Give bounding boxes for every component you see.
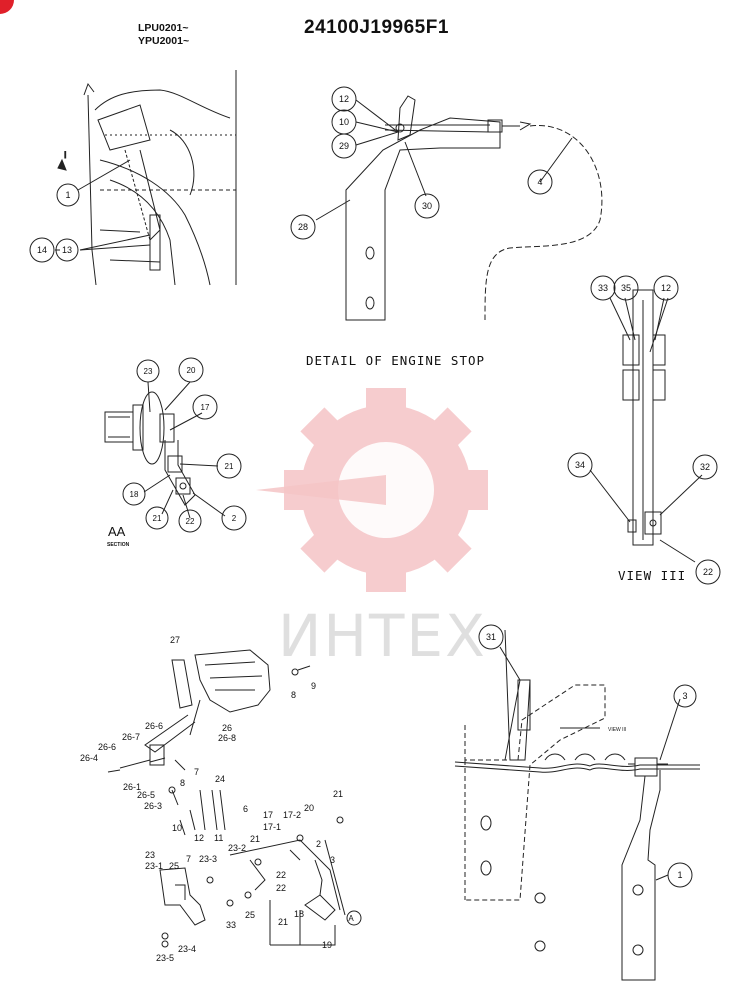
callout-29: 29 [339,141,349,151]
callout-18: 18 [130,490,139,499]
part-label: 17-1 [263,822,281,832]
part-label: 26-3 [144,801,162,811]
watermark-text: ИНТЕХ [278,602,487,670]
callout-35: 35 [621,283,631,293]
part-label: 17 [263,810,273,820]
part-label: 3 [330,855,335,865]
callout-33: 33 [598,283,608,293]
part-number: 24100J19965F1 [304,17,449,38]
part-label: 19 [322,940,332,950]
callout-13: 13 [62,245,72,255]
callout-17: 17 [201,403,210,412]
view-ref-label: VIEW III [608,727,626,733]
callout-2: 2 [232,514,237,523]
part-label: 23 [145,850,155,860]
engine-stop-detail [315,95,603,321]
watermark-gear-icon [256,388,488,592]
part-label: 25 [169,861,179,871]
part-label: 26-1 [123,782,141,792]
part-label: 21 [278,917,288,927]
part-label: 18 [294,909,304,919]
part-label: 21 [250,834,260,844]
callout-numbers: 1 14 13 12 10 29 30 28 4 33 35 12 34 32 … [37,94,713,880]
callout-23: 23 [144,367,153,376]
part-label: 8 [291,690,296,700]
part-label: 11 [214,833,223,843]
part-label: 21 [333,789,343,799]
part-label: 9 [311,681,316,691]
section-callouts [122,357,247,533]
detail-callouts [290,86,553,240]
view-iii-drawing [589,289,703,563]
part-label: 22 [276,870,286,880]
part-label: 23-1 [145,861,163,871]
callout-12b: 12 [661,283,671,293]
top-left-callouts [29,183,80,263]
callout-34: 34 [575,460,585,470]
part-label: 2 [316,839,321,849]
exploded-part-labels: 27 9 8 26-6 26 26-8 26-7 26-4 26-6 7 26-… [80,635,343,963]
lower-right-callouts [478,624,697,888]
callout-12: 12 [339,94,349,104]
part-label: 6 [243,804,248,814]
callout-3: 3 [682,691,687,701]
part-label: 10 [172,823,182,833]
callout-32: 32 [700,462,710,472]
callout-10: 10 [339,117,349,127]
model-codes: LPU0201~ YPU2001~ [138,22,189,48]
part-label: 23-4 [178,944,196,954]
view-caption: VIEW III [618,568,686,583]
callout-31: 31 [486,632,496,642]
callout-21b: 21 [153,514,162,523]
part-label: 8 [180,778,185,788]
detail-caption: DETAIL OF ENGINE STOP [306,353,485,368]
model-code-1: LPU0201~ [138,22,189,34]
part-label: 7 [194,767,199,777]
callout-14: 14 [37,245,47,255]
part-label: 25 [245,910,255,920]
part-label: 26-7 [122,732,140,742]
arrow-i-label: I [64,150,67,160]
part-label: 17-2 [283,810,301,820]
part-label: 27 [170,635,180,645]
callout-30: 30 [422,201,432,211]
part-label: 26-6 [98,742,116,752]
part-label: 26 [222,723,232,733]
part-label: 23-5 [156,953,174,963]
callout-22: 22 [703,567,713,577]
part-label: 23-2 [228,843,246,853]
view-iii-callouts [567,275,721,585]
exploded-lever-assembly [107,649,362,948]
callout-1b: 1 [677,870,682,880]
section-caption: SECTION [107,542,130,548]
engine-view-top-left [55,70,237,286]
model-code-2: YPU2001~ [138,35,190,47]
section-mark: AA [108,524,126,539]
arrow-a-label: A [348,914,354,923]
part-label: 26-5 [137,790,155,800]
part-label: 24 [215,774,225,784]
callout-1: 1 [65,190,70,200]
part-label: 26-6 [145,721,163,731]
part-label: 23-3 [199,854,217,864]
callout-22b: 22 [186,517,195,526]
part-label: 22 [276,883,286,893]
callout-20: 20 [187,366,196,375]
callout-28: 28 [298,222,308,232]
part-label: 12 [194,833,204,843]
callout-4: 4 [537,177,542,187]
section-aa-drawing [104,381,226,519]
lower-right-assembly [454,629,700,981]
part-label: 33 [226,920,236,930]
part-label: 26-8 [218,733,236,743]
callout-21: 21 [225,462,234,471]
part-label: 7 [186,854,191,864]
part-label: 26-4 [80,753,98,763]
part-label: 20 [304,803,314,813]
